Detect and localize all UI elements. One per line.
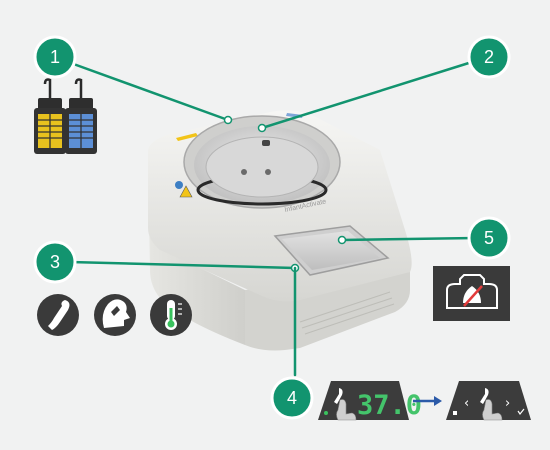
- home-icon: [453, 411, 457, 415]
- callout-3: 3: [33, 240, 77, 284]
- callout-4: 4: [270, 376, 314, 420]
- leader-2-dot: [257, 123, 267, 133]
- chevron-left-icon: ‹: [464, 396, 469, 411]
- svg-text:4: 4: [287, 388, 297, 408]
- thermometer-icon: [150, 294, 192, 336]
- svg-text:5: 5: [484, 228, 494, 248]
- bottle-warning-icon: [433, 266, 510, 321]
- status-dot-icon: [324, 411, 328, 415]
- electrode-cables: [34, 78, 97, 154]
- temperature-screen: 37.0: [318, 381, 422, 421]
- finger-tap-icon: [482, 399, 503, 421]
- leader-lines: [66, 60, 478, 377]
- callout-1: 1: [33, 35, 77, 79]
- vent-slots: [299, 291, 395, 335]
- chevron-right-icon: ›: [505, 396, 510, 411]
- pacifier-icon: [480, 388, 489, 404]
- check-icon: [517, 408, 525, 416]
- leader-1-dot: [223, 115, 233, 125]
- leader-5: [340, 236, 478, 242]
- electrode-cable-yellow: [34, 78, 66, 154]
- leader-2: [260, 60, 474, 130]
- temperature-readout: 37.0: [357, 390, 422, 421]
- leader-3: [68, 260, 297, 270]
- leader-5-dot: [337, 235, 347, 245]
- screen-sequence: 37.0 ‹ ›: [318, 381, 531, 421]
- control-screen[interactable]: [273, 225, 390, 276]
- accent-strip-yellow: [176, 133, 198, 141]
- arrow-right-icon: [413, 396, 442, 406]
- mode-select-screen: ‹ ›: [446, 381, 531, 421]
- svg-text:3: 3: [50, 252, 60, 272]
- infant-head-icon: [94, 294, 136, 336]
- warming-chamber: [183, 115, 341, 209]
- callout-2: 2: [467, 35, 511, 79]
- warning-triangle-icon: [179, 185, 193, 198]
- callout-5: 5: [467, 216, 511, 260]
- leader-1: [66, 60, 230, 122]
- electrode-cable-blue: [65, 78, 97, 154]
- pacifier-icon: [334, 388, 343, 404]
- pacifier-icon: [37, 294, 79, 336]
- svg-text:1: 1: [50, 47, 60, 67]
- warming-device: InfantActivate: [148, 110, 412, 351]
- svg-text:2: 2: [484, 47, 494, 67]
- info-sticker-icon: [175, 181, 183, 189]
- finger-tap-icon: [336, 399, 357, 421]
